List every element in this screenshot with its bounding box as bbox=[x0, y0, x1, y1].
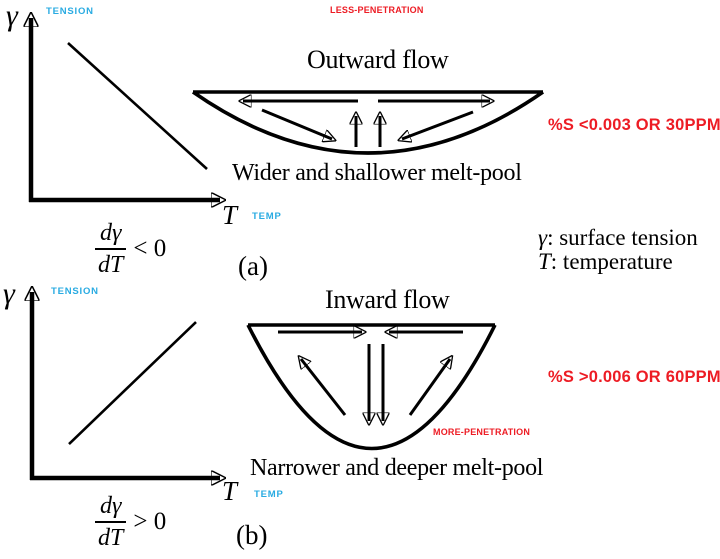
y-axis-caption-a: TENSION bbox=[46, 6, 94, 17]
relation-b: > 0 bbox=[133, 508, 167, 535]
melt-pool-b-outline bbox=[246, 323, 497, 451]
x-axis-caption-a: TEMP bbox=[252, 211, 282, 222]
fraction-b-denominator: dT bbox=[95, 521, 127, 550]
flow-title-b: Inward flow bbox=[325, 285, 450, 314]
y-axis-symbol-a: γ bbox=[6, 0, 18, 32]
panel-label-a: (a) bbox=[238, 251, 268, 281]
graph-b-axes bbox=[30, 292, 220, 480]
fraction-a: dγ dT bbox=[95, 220, 127, 277]
legend-temperature: T: temperature bbox=[538, 250, 673, 273]
legend-gamma-symbol: γ bbox=[538, 225, 548, 250]
graph-a-axes bbox=[29, 18, 220, 202]
legend-t-desc: : temperature bbox=[550, 249, 673, 274]
equation-a: dγ dT < 0 bbox=[95, 221, 166, 277]
y-axis-symbol-b: γ bbox=[3, 277, 15, 310]
y-axis-caption-b: TENSION bbox=[51, 286, 99, 297]
outward-flow-arrows bbox=[243, 101, 490, 147]
legend-t-symbol: T bbox=[538, 249, 551, 274]
sulfur-note-b: %S >0.006 OR 60PPM bbox=[548, 368, 720, 386]
x-axis-caption-b: TEMP bbox=[254, 489, 284, 500]
bottom-inward-arrow-left bbox=[261, 108, 332, 139]
x-axis-symbol-a: T bbox=[222, 200, 238, 230]
legend-gamma-desc: : surface tension bbox=[547, 225, 698, 250]
penetration-note-a: LESS-PENETRATION bbox=[330, 5, 424, 15]
graph-b-positive-slope-line bbox=[68, 321, 197, 445]
side-upward-arrow-left bbox=[301, 359, 347, 416]
pool-caption-b: Narrower and deeper melt-pool bbox=[250, 455, 544, 481]
fraction-b: dγ dT bbox=[95, 493, 127, 550]
melt-pool-a-outline bbox=[191, 90, 545, 155]
panel-label-b: (b) bbox=[236, 520, 268, 550]
relation-a: < 0 bbox=[133, 235, 167, 262]
inward-flow-arrows bbox=[278, 332, 463, 421]
fraction-a-denominator: dT bbox=[95, 248, 127, 277]
pool-caption-a: Wider and shallower melt-pool bbox=[232, 160, 522, 186]
equation-b: dγ dT > 0 bbox=[95, 494, 166, 550]
flow-title-a: Outward flow bbox=[307, 45, 449, 74]
penetration-note-b: MORE-PENETRATION bbox=[433, 427, 531, 437]
fraction-b-numerator: dγ bbox=[99, 493, 122, 519]
legend-gamma: γ: surface tension bbox=[538, 226, 698, 249]
fraction-a-numerator: dγ bbox=[99, 220, 122, 246]
x-axis-symbol-b: T bbox=[222, 476, 238, 506]
side-upward-arrow-right bbox=[408, 359, 450, 416]
bottom-inward-arrow-right bbox=[402, 110, 474, 139]
sulfur-note-a: %S <0.003 OR 30PPM bbox=[548, 116, 720, 134]
graph-a-negative-slope-line bbox=[67, 42, 208, 170]
